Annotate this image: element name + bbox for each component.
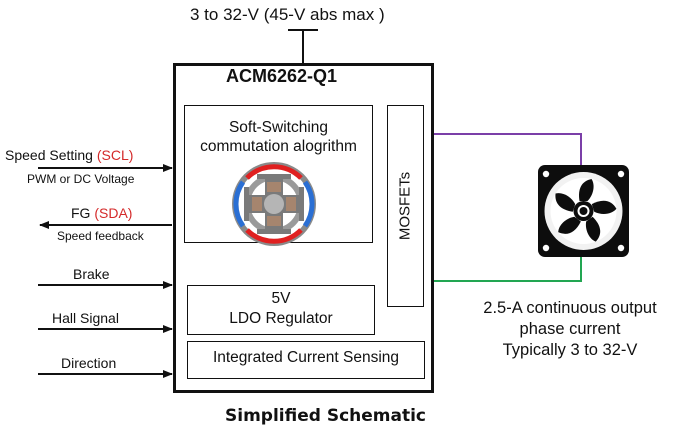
fg-label: FG (SDA) bbox=[71, 205, 132, 221]
commutation-line2: commutation alogrithm bbox=[200, 138, 357, 155]
speed-setting-text: Speed Setting bbox=[5, 147, 97, 163]
brake-label: Brake bbox=[73, 266, 110, 282]
motor-stator-icon bbox=[232, 162, 316, 246]
ldo-label: 5V LDO Regulator bbox=[187, 289, 375, 329]
current-sensing-label: Integrated Current Sensing bbox=[212, 349, 400, 366]
output-description: 2.5-A continuous output phase current Ty… bbox=[470, 298, 670, 361]
speed-setting-label: Speed Setting (SCL) bbox=[5, 147, 133, 163]
supply-label: 3 to 32-V (45-V abs max ) bbox=[190, 5, 385, 24]
current-sensing-block bbox=[187, 341, 425, 379]
ldo-block bbox=[187, 285, 375, 335]
output-line1: 2.5-A continuous output bbox=[483, 299, 657, 317]
mosfet-label: MOSFETs bbox=[396, 171, 414, 241]
direction-label: Direction bbox=[61, 355, 117, 371]
chip-title: ACM6262-Q1 bbox=[226, 66, 338, 86]
commutation-label: Soft-Switching commutation alogrithm bbox=[184, 118, 373, 156]
fan-icon bbox=[538, 165, 629, 257]
output-line2: phase current bbox=[519, 320, 621, 338]
output-wire-top bbox=[433, 133, 582, 166]
ldo-line1: 5V bbox=[271, 290, 291, 307]
sda-highlight: (SDA) bbox=[94, 205, 133, 221]
hall-signal-label: Hall Signal bbox=[52, 310, 119, 326]
output-line3: Typically 3 to 32-V bbox=[502, 341, 638, 359]
fg-sublabel: Speed feedback bbox=[57, 229, 144, 243]
ldo-line2: LDO Regulator bbox=[229, 310, 333, 327]
scl-highlight: (SCL) bbox=[96, 147, 134, 163]
fg-text: FG bbox=[71, 205, 95, 221]
output-wire-bottom bbox=[433, 257, 582, 282]
mosfet-block bbox=[387, 105, 424, 307]
caption: Simplified Schematic bbox=[225, 406, 426, 426]
speed-setting-sublabel: PWM or DC Voltage bbox=[27, 172, 135, 186]
commutation-line1: Soft-Switching bbox=[228, 119, 329, 136]
